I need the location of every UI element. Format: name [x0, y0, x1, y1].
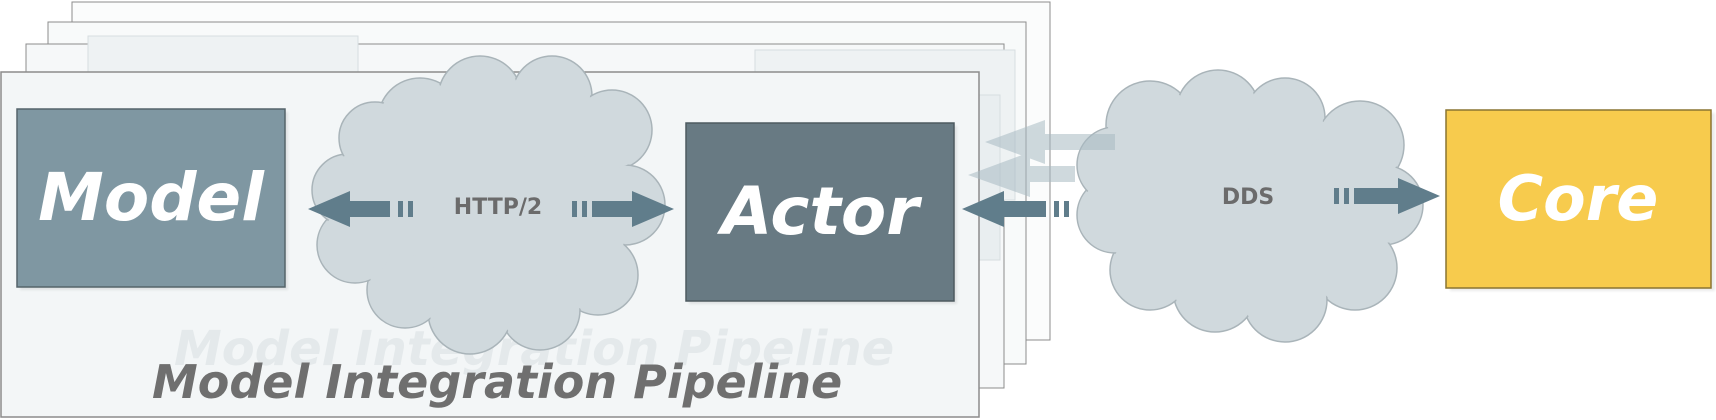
pipeline-title: Model Integration Pipeline [152, 355, 842, 409]
http2-cloud-fill [314, 58, 663, 352]
http2-arrow-to-model [308, 191, 413, 227]
dds-arrow-to-core [1334, 178, 1440, 214]
http2-arrow-to-actor [572, 191, 674, 227]
actor-node: Actor [685, 122, 957, 304]
model-node: Model [16, 108, 288, 290]
core-box [1445, 109, 1712, 289]
model-label: Model [38, 159, 265, 236]
dds-label: DDS [1222, 185, 1274, 210]
dds-arrow-to-actor [962, 191, 1069, 227]
dds-cloud-fill [1079, 72, 1421, 340]
ghost-arrows [968, 120, 1115, 197]
http2-label: HTTP/2 [454, 195, 542, 220]
core-label: Core [1498, 162, 1659, 235]
actor-label: Actor [716, 173, 922, 250]
core-node: Core [1445, 109, 1715, 291]
model-box [16, 108, 286, 288]
actor-box [685, 122, 955, 302]
